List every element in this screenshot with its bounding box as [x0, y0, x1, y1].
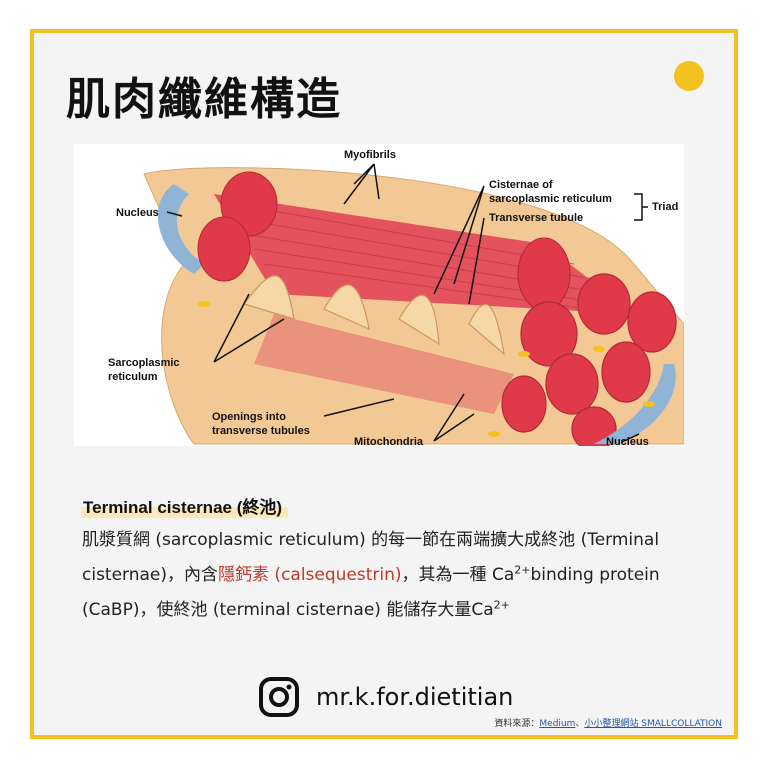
source-separator: 、 — [575, 719, 585, 729]
source-credit: 資料來源：Medium、小小整理網站 SMALLCOLLATION — [494, 716, 722, 729]
instagram-icon — [259, 677, 299, 717]
superscript-charge-1: 2+ — [514, 563, 531, 577]
myofibril-end — [545, 353, 599, 415]
body-part-1: 肌漿質網 (sarcoplasmic reticulum) 的每一節在兩端擴大成… — [82, 530, 660, 585]
myofibril-end — [627, 291, 677, 353]
section-body: 肌漿質網 (sarcoplasmic reticulum) 的每一節在兩端擴大成… — [82, 523, 722, 628]
label-nucleus-right: Nucleus — [606, 436, 649, 446]
handle-text[interactable]: mr.k.for.dietitian — [316, 683, 514, 711]
muscle-fiber-diagram: Myofibrils Cisternae of sarcoplasmic ret… — [74, 144, 684, 446]
nucleus-right — [594, 364, 676, 444]
myofibril-end — [520, 301, 578, 367]
label-transverse-tubule: Transverse tubule — [489, 212, 583, 224]
label-mitochondria: Mitochondria — [354, 436, 424, 446]
label-cisternae-1: Cisternae of — [489, 179, 553, 191]
myofibril-end — [601, 341, 651, 403]
myofibril-end — [501, 375, 547, 433]
myofibril-end — [517, 237, 571, 311]
triad-fold — [323, 284, 370, 331]
body-part-3: binding protein (CaBP)，使終池 (terminal cis… — [82, 565, 660, 620]
sarcoplasmic-reticulum — [254, 314, 514, 414]
page-title: 肌肉纖維構造 — [66, 74, 342, 125]
decorative-dot — [674, 61, 704, 91]
sarcolemma-left — [157, 184, 204, 274]
superscript-charge-2: 2+ — [493, 598, 510, 612]
instagram-handle[interactable]: mr.k.for.dietitian — [258, 673, 513, 721]
section-heading: Terminal cisternae (終池) — [81, 493, 289, 518]
body-part-2: ，其為一種 Ca — [401, 565, 515, 585]
label-sarcoplasmic-2: reticulum — [108, 371, 158, 383]
triad-fold — [468, 303, 505, 356]
triad-fold — [398, 294, 440, 346]
label-triad: Triad — [652, 201, 678, 213]
calsequestrin-highlight: 隱鈣素 (calsequestrin) — [218, 565, 402, 585]
source-prefix: 資料來源： — [494, 719, 540, 729]
source-link-medium[interactable]: Medium — [539, 719, 576, 729]
source-link-smallcollation[interactable]: 小小整理網站 SMALLCOLLATION — [584, 719, 722, 729]
label-cisternae-2: sarcoplasmic reticulum — [489, 193, 612, 205]
label-myofibrils: Myofibrils — [344, 149, 396, 161]
label-openings-1: Openings into — [212, 411, 286, 423]
myofibril-end — [197, 216, 251, 282]
myofibril-end — [571, 406, 617, 446]
label-nucleus-left: Nucleus — [116, 207, 159, 219]
triad-fold — [243, 275, 295, 320]
myofibril-end — [577, 273, 631, 335]
card-frame: 肌肉纖維構造 — [30, 29, 738, 739]
label-sarcoplasmic-1: Sarcoplasmic — [108, 357, 180, 369]
label-openings-2: transverse tubules — [212, 425, 310, 437]
